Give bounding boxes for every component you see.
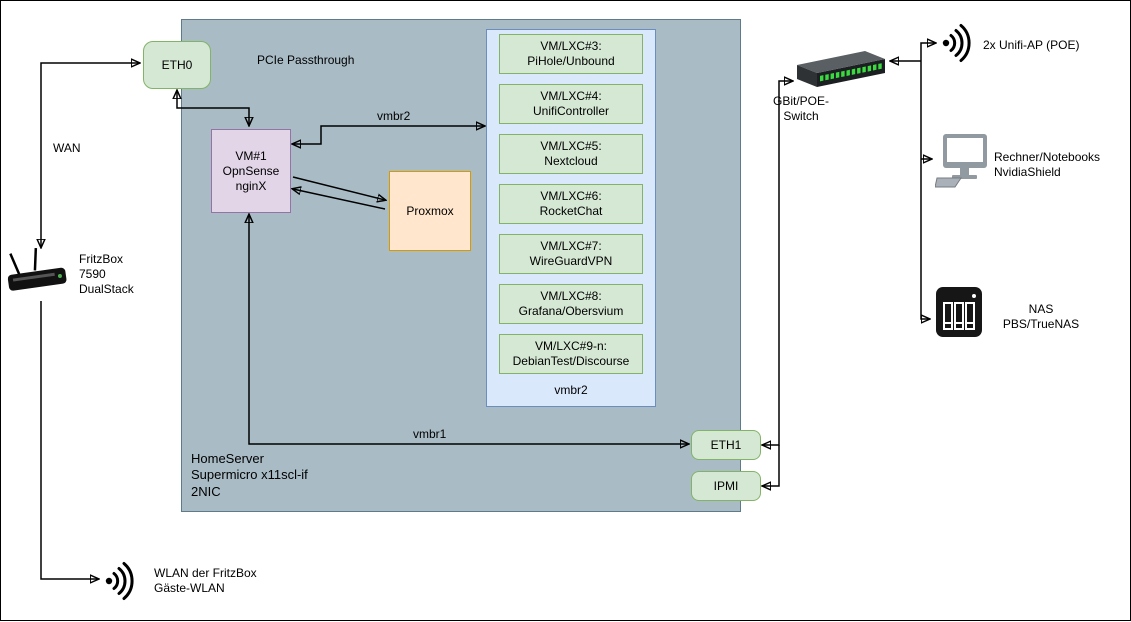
vm-lxc-8-grafana: VM/LXC#8: Grafana/Obersvium [499,284,643,324]
switch-label: GBit/POE- Switch [772,94,829,123]
vm-lxc-9n-debiantest: VM/LXC#9-n: DebianTest/Discourse [499,334,643,374]
nas-icon [933,283,985,341]
vm-lxc-7-wireguardvpn: VM/LXC#7: WireGuardVPN [499,234,643,274]
nas-label: NAS PBS/TrueNAS [1002,302,1080,331]
edge-eth1-switch [763,81,792,445]
vm-lxc-3-pihole: VM/LXC#3: PiHole/Unbound [499,34,643,74]
edge-switch-nas [920,61,929,319]
vmbr2-bridge-caption: vmbr2 [554,383,588,397]
vmbr2-edge-label: vmbr2 [377,109,411,123]
clients-label: Rechner/Notebooks NvidiaShield [994,150,1101,179]
wifi-icon [939,23,979,63]
ipmi-node: IPMI [691,471,761,501]
vm1-opnsense-node: VM#1 OpnSense nginX [211,129,291,213]
vm-lxc-6-rocketchat: VM/LXC#6: RocketChat [499,184,643,224]
homeserver-container [181,19,741,512]
wifi-icon [102,561,142,601]
computer-monitor-icon [935,132,989,188]
router-icon [7,245,71,301]
vmbr1-edge-label: vmbr1 [413,427,447,441]
fritzbox-label: FritzBox 7590 DualStack [79,252,134,296]
network-switch-icon [793,45,887,95]
unifi-ap-label: 2x Unifi-AP (POE) [983,38,1080,52]
edge-fritzbox-guest-wlan [40,301,98,579]
wan-label: WAN [53,141,81,155]
pcie-passthrough-label: PCIe Passthrough [257,53,355,67]
eth0-node: ETH0 [143,41,211,89]
edge-ipmi-switch [763,445,780,486]
vm-lxc-4-unificontroller: VM/LXC#4: UnifiController [499,84,643,124]
homeserver-label: HomeServer Supermicro x11scl-if 2NIC [191,451,308,499]
eth1-node: ETH1 [691,430,761,460]
proxmox-node: Proxmox [389,171,471,251]
vm-lxc-5-nextcloud: VM/LXC#5: Nextcloud [499,134,643,174]
guest-wlan-label: WLAN der FritzBox Gäste-WLAN [154,566,257,595]
edge-switch-ap [920,43,935,61]
